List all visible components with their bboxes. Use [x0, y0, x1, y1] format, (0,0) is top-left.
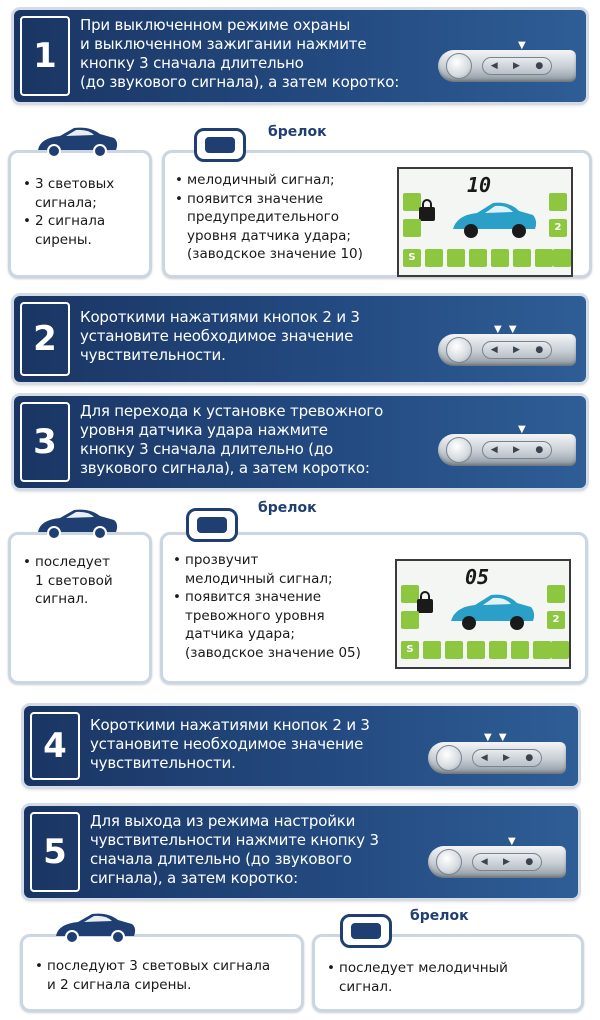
car-response-panel: последует 1 световой сигнал.: [8, 532, 152, 684]
fob-response-panel: мелодичный сигнал; появится значение пре…: [162, 150, 592, 278]
lcd-value: 05: [465, 565, 490, 589]
list-item: последуют 3 световых сигнала и 2 сигнала…: [35, 957, 299, 994]
step-instruction: При выключенном режиме охраны и выключен…: [80, 16, 400, 91]
fob-lcd-display: 10 2 S: [397, 167, 573, 277]
step-2-banner: 2 Короткими нажатиями кнопок 2 и 3 устан…: [14, 296, 586, 382]
lock-icon: [419, 199, 435, 221]
fob-response-panel: прозвучит мелодичный сигнал; появится зн…: [160, 532, 588, 684]
car-response-panel: последуют 3 световых сигнала и 2 сигнала…: [20, 934, 304, 1012]
lcd-value: 10: [467, 173, 492, 197]
step-instruction: Для перехода к установке тревожного уров…: [80, 402, 384, 477]
step-4-banner: 4 Короткими нажатиями кнопок 2 и 3 устан…: [24, 706, 578, 786]
step-instruction: Короткими нажатиями кнопок 2 и 3 установ…: [90, 716, 370, 772]
list-item: 2 сигнала сирены.: [23, 212, 147, 249]
car-response-panel: 3 световых сигнала; 2 сигнала сирены.: [8, 150, 152, 278]
brelok-label: брелок: [258, 500, 317, 516]
car-icon: [56, 913, 136, 944]
key-fob-icon: ▼ ◀▶●: [438, 424, 576, 466]
list-item: последует мелодичный сигнал.: [327, 959, 577, 996]
list-item: появится значение тревожного уровня датч…: [173, 588, 399, 662]
fob-response-panel: последует мелодичный сигнал.: [312, 934, 584, 1012]
key-fob-icon: ▼ ◀▶●: [438, 40, 576, 82]
step-3-banner: 3 Для перехода к установке тревожного ур…: [14, 396, 586, 488]
step-number: 4: [30, 712, 80, 780]
remote-icon: [340, 914, 392, 948]
brelok-label: брелок: [268, 124, 327, 140]
car-icon: [38, 509, 118, 540]
step-number: 1: [20, 16, 70, 96]
list-item: мелодичный сигнал;: [175, 171, 393, 190]
key-fob-icon: ▼ ▼ ◀▶●: [438, 324, 576, 366]
lock-icon: [417, 591, 433, 613]
remote-icon: [194, 128, 246, 162]
step-instruction: Для выхода из режима настройки чувствите…: [90, 812, 379, 887]
car-icon: [38, 127, 118, 158]
brelok-label: брелок: [410, 908, 469, 924]
step-1-banner: 1 При выключенном режиме охраны и выключ…: [14, 10, 586, 102]
car-icon: [451, 594, 535, 630]
step-5-banner: 5 Для выхода из режима настройки чувстви…: [24, 806, 578, 898]
step-number: 3: [20, 402, 70, 482]
step-instruction: Короткими нажатиями кнопок 2 и 3 установ…: [80, 308, 360, 364]
key-fob-icon: ▼ ▼ ◀▶●: [428, 732, 566, 774]
list-item: появится значение предупредительного уро…: [175, 190, 393, 264]
list-item: 3 световых сигнала;: [23, 175, 147, 212]
remote-icon: [186, 508, 238, 542]
step-number: 2: [20, 302, 70, 376]
list-item: последует 1 световой сигнал.: [23, 553, 147, 609]
step-number: 5: [30, 812, 80, 892]
list-item: прозвучит мелодичный сигнал;: [173, 551, 399, 588]
key-fob-icon: ▼ ◀▶●: [428, 836, 566, 878]
car-icon: [453, 202, 537, 238]
fob-lcd-display: 05 2 S: [395, 559, 571, 669]
